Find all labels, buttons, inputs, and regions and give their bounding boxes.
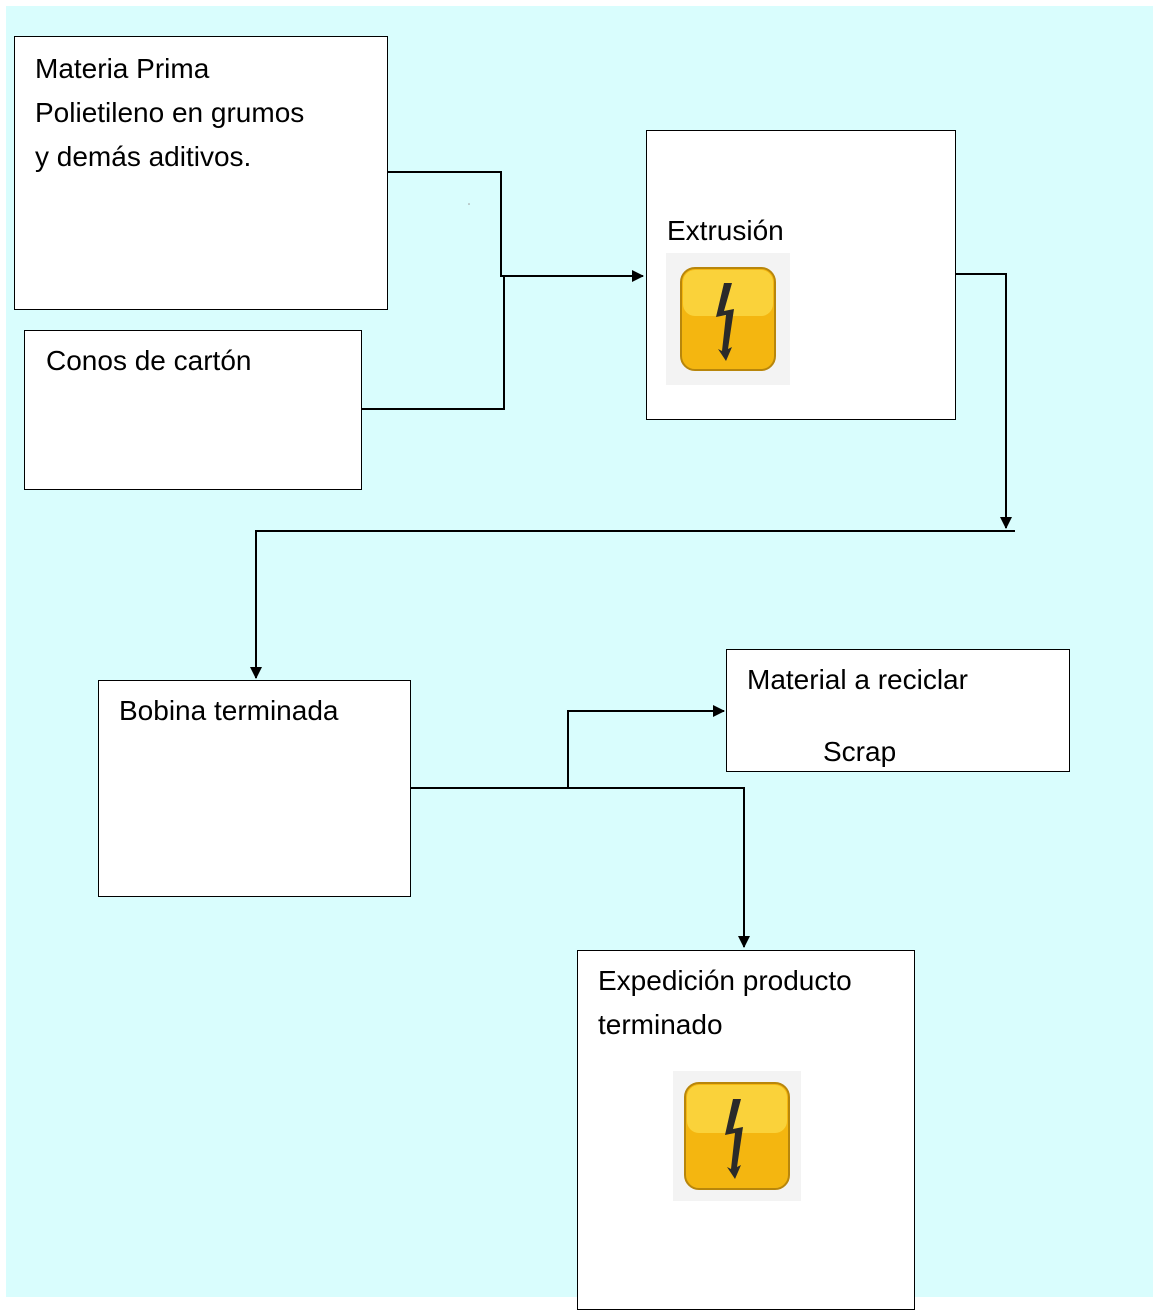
node-expedicion-label: Expedición producto terminado (598, 965, 852, 1040)
node-extrusion: Extrusión (646, 130, 956, 420)
edge-extrusion-to-bobina (250, 530, 1015, 679)
node-expedicion: Expedición producto terminado (577, 950, 915, 1310)
node-extrusion-label: Extrusión (667, 215, 784, 246)
edge-bobina-to-expedicion (568, 787, 750, 948)
node-reciclar: Material a reciclar Scrap (726, 649, 1070, 772)
edge-materia-prima-to-extrusion (387, 171, 644, 282)
node-materia-prima: Materia Prima Polietileno en grumos y de… (14, 36, 388, 310)
edge-extrusion-down (955, 273, 1012, 529)
node-conos-label: Conos de cartón (46, 345, 252, 376)
node-reciclar-label: Material a reciclar (747, 664, 968, 695)
node-bobina-label: Bobina terminada (119, 695, 339, 726)
lightning-bolt-icon (666, 253, 790, 385)
edge-conos-to-extrusion (361, 276, 505, 410)
node-conos: Conos de cartón (24, 330, 362, 490)
node-materia-prima-label: Materia Prima Polietileno en grumos y de… (35, 53, 305, 172)
lightning-bolt-icon (673, 1071, 801, 1201)
node-reciclar-sublabel: Scrap (823, 736, 897, 767)
edge-bobina-to-reciclar (411, 705, 725, 789)
node-bobina: Bobina terminada (98, 680, 411, 897)
